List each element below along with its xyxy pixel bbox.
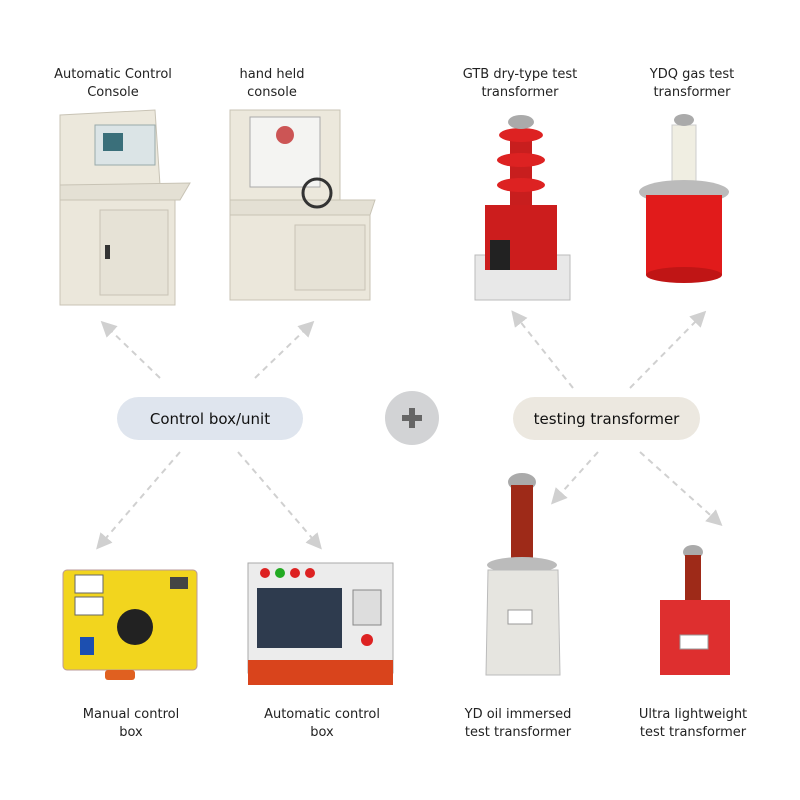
label-yd-oil-transformer: YD oil immersed test transformer [464, 707, 572, 740]
ydq-transformer-image [639, 114, 729, 283]
manual-control-box-image [62, 569, 198, 680]
arrow-to-automatic-console [100, 320, 161, 379]
plus-circle [385, 391, 439, 445]
arrow-to-manual-box [96, 451, 181, 550]
label-ultra-lightweight-transformer: Ultra lightweight test transformer [638, 707, 748, 740]
label-hand-held-console: hand held console [239, 67, 305, 100]
label-manual-control-box: Manual control box [82, 707, 180, 740]
yd-oil-transformer-image [485, 473, 561, 676]
testing-transformer-pill: testing transformer [513, 397, 700, 440]
label-gtb-transformer: GTB dry-type test transformer [462, 67, 578, 100]
control-box-unit-pill: Control box/unit [117, 397, 303, 440]
gtb-transformer-image [474, 115, 571, 301]
arrow-to-automatic-box [237, 451, 322, 550]
automatic-control-console-image [59, 109, 191, 306]
arrow-to-gtb [511, 310, 574, 389]
automatic-control-box-image [247, 562, 394, 685]
plus-icon [402, 408, 422, 428]
ultra-lightweight-transformer-image [660, 545, 730, 675]
hand-held-console-image [229, 109, 376, 301]
label-automatic-control-console: Automatic Control Console [54, 67, 172, 100]
arrow-to-ultra [639, 451, 723, 527]
arrow-to-hand-held-console [254, 320, 315, 379]
arrow-to-ydq [629, 310, 707, 389]
label-ydq-transformer: YDQ gas test transformer [649, 67, 735, 100]
label-automatic-control-box: Automatic control box [264, 707, 380, 740]
